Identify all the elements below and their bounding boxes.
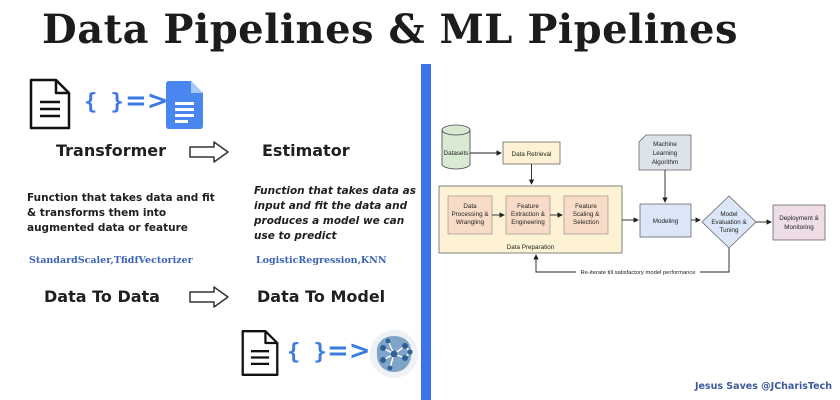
datasets-node: Datasets xyxy=(441,124,471,170)
data-processing-line-2: Processing & xyxy=(451,211,489,218)
ml-algorithm-line-2: Learning xyxy=(653,150,678,157)
google-doc-icon xyxy=(166,80,204,134)
section-divider xyxy=(421,64,431,400)
feature-scaling-line-3: Selection xyxy=(573,219,599,226)
feature-extraction-line-2: Extraction & xyxy=(511,211,546,218)
document-icon xyxy=(28,78,72,134)
modeling-label: Modeling xyxy=(653,218,679,225)
deployment-line-2: Monitoring xyxy=(784,224,814,231)
ml-algorithm-node: Machine Learning Algorithm xyxy=(638,134,692,171)
estimator-description: Function that takes data as input and fi… xyxy=(254,185,416,242)
page-title: Data Pipelines & ML Pipelines xyxy=(42,6,738,53)
ml-pipeline-diagram: Datasets Data Retrieval Machine Learning… xyxy=(438,124,826,276)
json-braces: { } xyxy=(287,340,327,365)
data-preparation-group: Data Processing & Wrangling Feature Extr… xyxy=(438,185,623,254)
arrow-symbol: => xyxy=(327,336,371,366)
model-eval-line-2: Evaluation & xyxy=(711,219,747,226)
transformer-heading: Transformer xyxy=(56,141,167,160)
ml-algorithm-line-3: Algorithm xyxy=(652,159,679,166)
estimator-heading: Estimator xyxy=(262,141,350,160)
model-eval-line-1: Model xyxy=(720,211,737,218)
model-evaluation-node: Model Evaluation & Tuning xyxy=(701,195,757,249)
data-to-data-label: Data To Data xyxy=(44,287,160,306)
outline-arrow-icon xyxy=(188,140,230,168)
transformer-examples: StandardScaler,TfidfVectorizer xyxy=(29,255,193,266)
data-processing-line-3: Wrangling xyxy=(456,219,485,226)
reiterate-label: Re-iterate till satisfactory model perfo… xyxy=(580,270,695,276)
modeling-node: Modeling xyxy=(639,203,692,238)
deployment-node: Deployment & Monitoring xyxy=(772,204,826,241)
data-retrieval-node: Data Retrieval xyxy=(502,141,561,165)
author-credit: Jesus Saves @JCharisTech xyxy=(694,381,832,392)
deployment-line-1: Deployment & xyxy=(779,215,819,222)
data-to-model-label: Data To Model xyxy=(257,287,386,306)
datasets-label: Datasets xyxy=(444,150,469,157)
estimator-examples: LogisticRegression,KNN xyxy=(256,255,387,266)
document-icon xyxy=(240,328,280,382)
transformer-description: Function that takes data and fit & trans… xyxy=(27,192,215,234)
json-braces: { } xyxy=(84,90,124,115)
outline-arrow-icon xyxy=(188,285,230,313)
arrow-symbol: => xyxy=(125,86,169,116)
ml-algorithm-line-1: Machine xyxy=(653,141,677,148)
feature-extraction-line-3: Engineering xyxy=(511,219,545,226)
data-processing-line-1: Data xyxy=(463,203,477,210)
model-eval-line-3: Tuning xyxy=(719,227,739,234)
feature-extraction-line-1: Feature xyxy=(517,203,539,210)
feature-scaling-line-1: Feature xyxy=(575,203,597,210)
data-retrieval-label: Data Retrieval xyxy=(512,151,552,158)
data-preparation-label: Data Preparation xyxy=(507,244,555,251)
feature-scaling-line-2: Scaling & xyxy=(573,211,600,218)
brain-network-icon xyxy=(368,328,420,384)
